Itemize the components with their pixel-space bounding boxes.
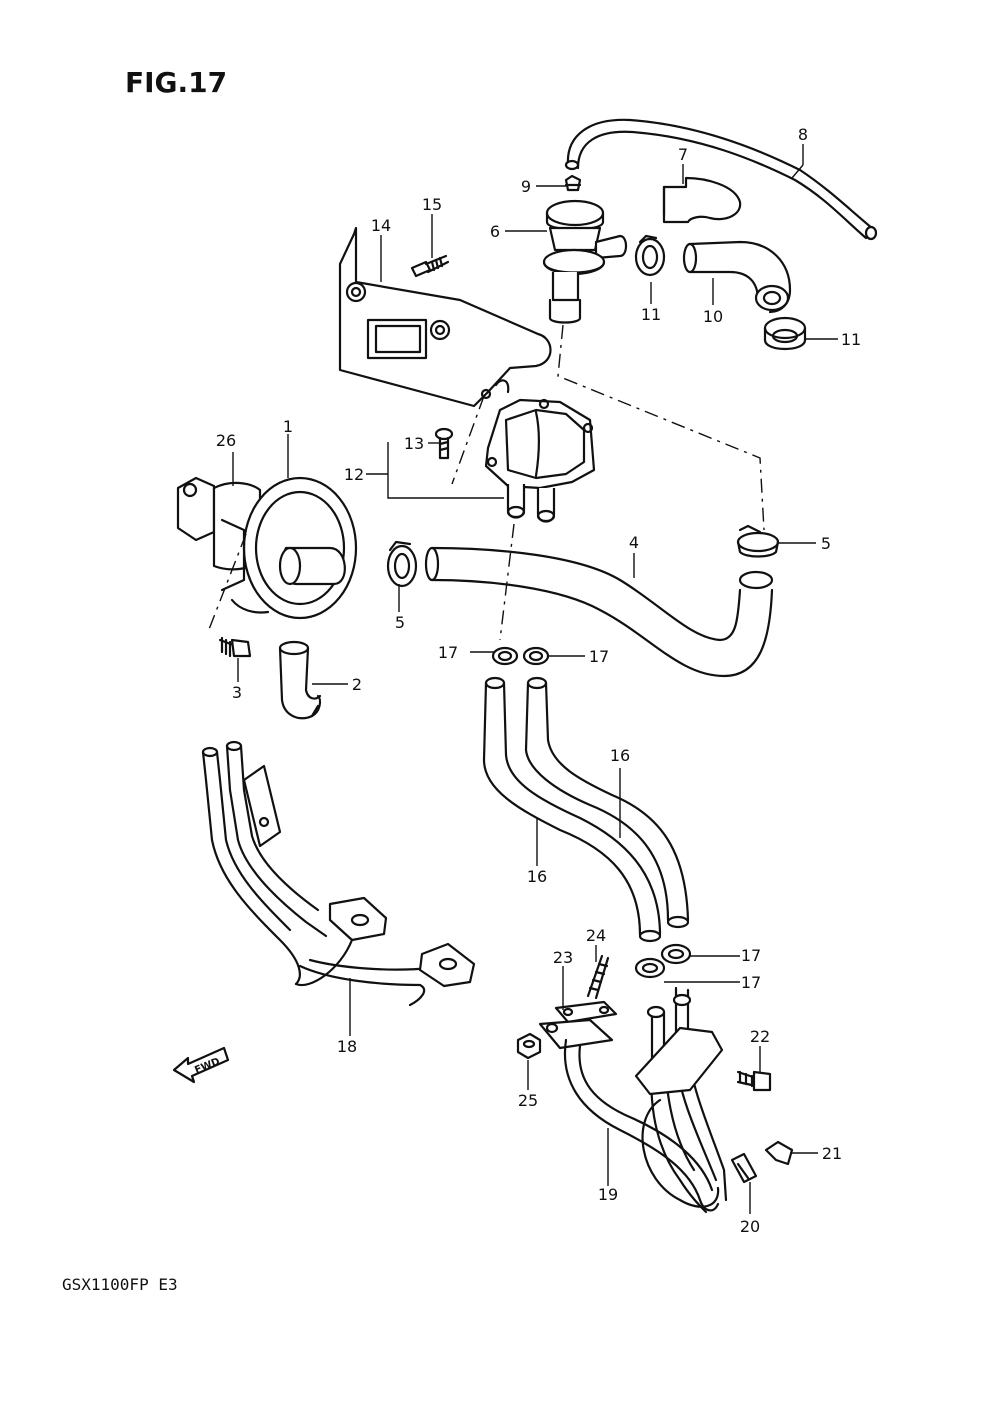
callout-17-lower-b: 17 [741,973,761,992]
callout-7: 7 [678,145,688,164]
part-24-stud [586,954,610,1000]
callout-16-upper: 16 [610,746,630,765]
part-12-reed-valve [484,398,596,523]
callout-12: 12 [344,465,364,484]
callout-11-lower: 11 [841,330,861,349]
callout-4: 4 [629,533,639,552]
part-10-elbow-hose [682,240,792,314]
figure-title: FIG.17 [125,66,227,99]
callout-labels: 1 2 3 4 5 5 6 7 8 9 10 11 11 12 13 14 15… [216,125,861,1236]
part-25-nut [516,1032,542,1060]
callout-24: 24 [586,926,606,945]
callout-16-lower: 16 [527,867,547,886]
callout-17-upper-left: 17 [438,643,458,662]
part-7-bracket [662,176,742,224]
part-19-pipe-assembly [538,986,728,1214]
part-8-hose [564,118,878,241]
callout-5-right: 5 [821,534,831,553]
callout-18: 18 [337,1037,357,1056]
callout-26: 26 [216,431,236,450]
part-22-bolt [736,1070,772,1092]
callout-17-lower-a: 17 [741,946,761,965]
part-5-clamp-right [736,524,780,558]
callout-5-left: 5 [395,613,405,632]
callout-20: 20 [740,1217,760,1236]
callout-22: 22 [750,1027,770,1046]
part-15-bolt [410,254,450,278]
part-21-clip [764,1140,794,1166]
part-23-gasket [554,1000,618,1024]
leader-lines [232,144,838,1214]
part-16-twin-hoses [482,676,690,943]
part-3-bolt [218,636,252,658]
part-17-clamps-lower [634,943,692,979]
callout-14: 14 [371,216,391,235]
part-13-screw [434,427,454,460]
part-11-clamp-lower [763,316,807,351]
callout-6: 6 [490,222,500,241]
callout-1: 1 [283,417,293,436]
part-14-bracket-plate [338,226,552,408]
callout-21: 21 [822,1144,842,1163]
callout-19: 19 [598,1185,618,1204]
part-18-pipe-assembly [201,740,476,1007]
model-code: GSX1100FP E3 [62,1275,178,1294]
callout-2: 2 [352,675,362,694]
callout-11-upper: 11 [641,305,661,324]
connection-lines [207,324,765,641]
callout-25: 25 [518,1091,538,1110]
part-1-air-pump [176,476,358,620]
callout-8: 8 [798,125,808,144]
part-5-clamp-left [386,540,418,588]
part-20-clip [730,1152,758,1184]
callout-10: 10 [703,307,723,326]
callout-3: 3 [232,683,242,702]
callout-23: 23 [553,948,573,967]
part-11-clamp-upper [634,234,666,277]
part-4-main-hose [424,546,774,678]
fwd-arrow-icon: FWD [172,1046,230,1084]
part-9-clamp [564,174,582,192]
part-6-valve [542,199,628,324]
callout-13: 13 [404,434,424,453]
callout-15: 15 [422,195,442,214]
part-2-small-hose [278,640,322,720]
callout-9: 9 [521,177,531,196]
callout-17-upper-right: 17 [589,647,609,666]
part-17-clamps-upper [491,646,550,666]
